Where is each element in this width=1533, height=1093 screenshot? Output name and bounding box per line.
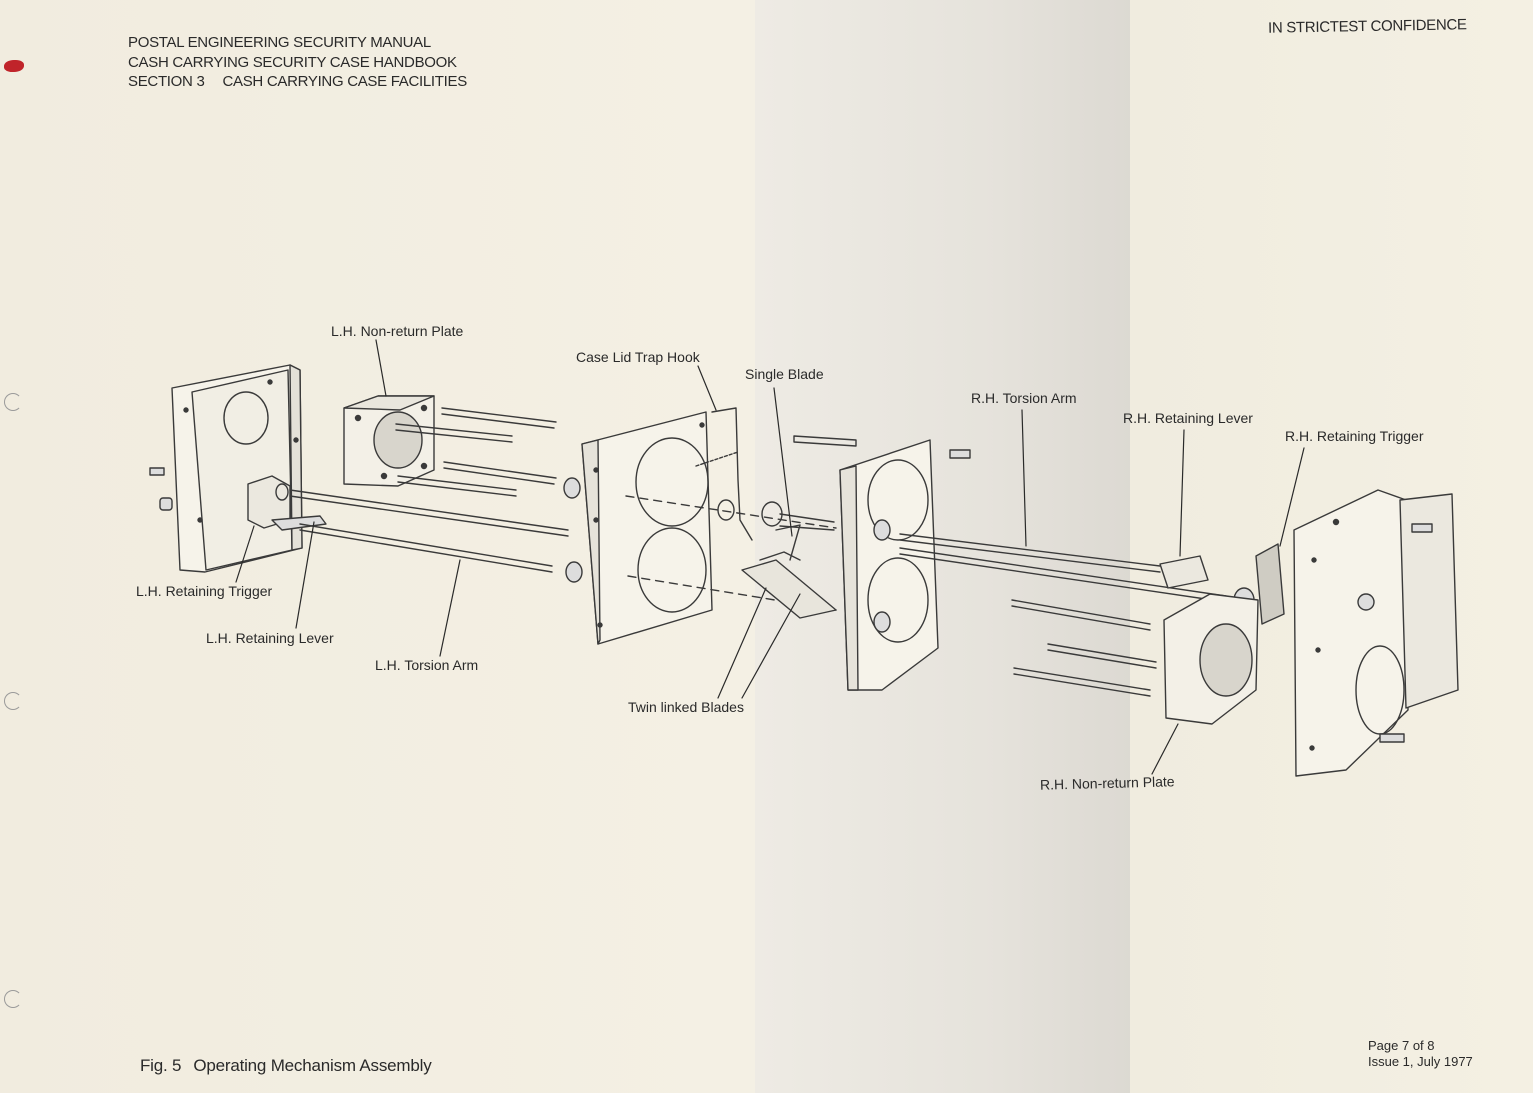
rh-rods bbox=[899, 533, 1227, 697]
lh-rods bbox=[289, 407, 569, 573]
header-line-2: CASH CARRYING SECURITY CASE HANDBOOK bbox=[128, 53, 457, 71]
rh-end-plate bbox=[1293, 489, 1459, 777]
page-number: Page 7 of 8 bbox=[1368, 1038, 1435, 1053]
lh-non-return-plate bbox=[343, 395, 435, 487]
label-lh-torsion-arm: L.H. Torsion Arm bbox=[375, 657, 479, 673]
label-rh-retaining-lever: R.H. Retaining Lever bbox=[1123, 410, 1253, 426]
header-section: SECTION 3 CASH CARRYING CASE FACILITIES bbox=[128, 72, 467, 92]
page-info: Page 7 of 8 Issue 1, July 1977 bbox=[1368, 1038, 1473, 1070]
label-single-blade: Single Blade bbox=[745, 366, 824, 382]
leader-lines bbox=[235, 339, 1305, 775]
binder-hole-icon bbox=[4, 692, 22, 710]
label-lh-retaining-trigger: L.H. Retaining Trigger bbox=[136, 583, 273, 599]
paper-fold-shadow bbox=[755, 0, 1135, 1093]
label-rh-torsion-arm: R.H. Torsion Arm bbox=[971, 390, 1077, 406]
red-ink-mark bbox=[4, 60, 24, 72]
rh-frame bbox=[839, 439, 971, 691]
blade-assembly bbox=[741, 435, 857, 619]
centre-shaft bbox=[717, 499, 835, 531]
label-lh-non-return-plate: L.H. Non-return Plate bbox=[331, 323, 464, 339]
label-rh-retaining-trigger: R.H. Retaining Trigger bbox=[1285, 428, 1424, 444]
binder-hole-icon bbox=[4, 990, 22, 1008]
issue-date: Issue 1, July 1977 bbox=[1368, 1054, 1473, 1069]
section-title: CASH CARRYING CASE FACILITIES bbox=[222, 73, 467, 90]
label-twin-linked-blades: Twin linked Blades bbox=[628, 699, 744, 715]
header-line-1: POSTAL ENGINEERING SECURITY MANUAL bbox=[128, 34, 431, 51]
section-number: SECTION 3 bbox=[128, 73, 205, 90]
figure-number: Fig. 5 bbox=[140, 1056, 182, 1075]
label-case-lid-trap-hook: Case Lid Trap Hook bbox=[576, 349, 700, 365]
central-frame bbox=[563, 411, 713, 645]
rh-non-return-plate bbox=[1163, 593, 1259, 725]
figure-title: Operating Mechanism Assembly bbox=[193, 1056, 432, 1075]
label-lh-retaining-lever: L.H. Retaining Lever bbox=[206, 630, 334, 646]
document-header: POSTAL ENGINEERING SECURITY MANUAL CASH … bbox=[128, 33, 467, 92]
figure-caption: Fig. 5 Operating Mechanism Assembly bbox=[140, 1056, 432, 1076]
binder-hole-icon bbox=[4, 393, 22, 411]
lh-end-plate bbox=[171, 364, 303, 573]
